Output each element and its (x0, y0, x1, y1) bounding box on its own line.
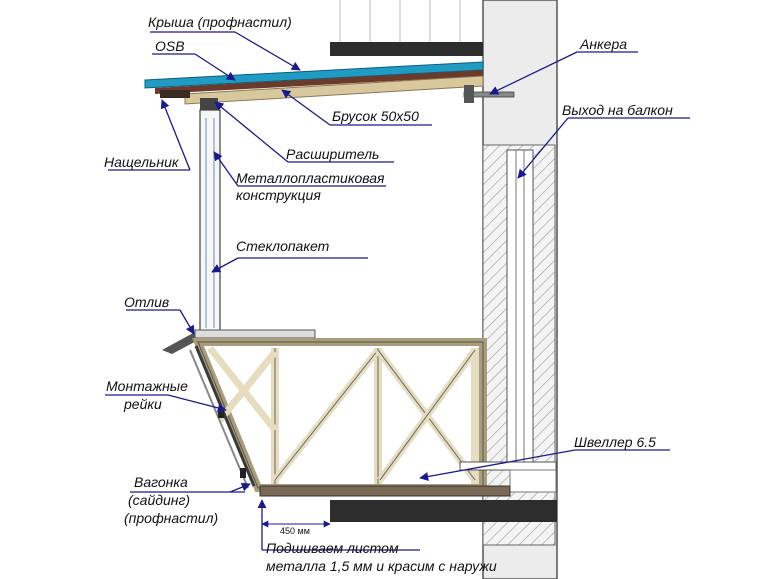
label-rails-line2: рейки (124, 396, 162, 412)
label-strip: Нащельник (104, 154, 179, 170)
osb-layer (155, 70, 483, 94)
leader-lines (105, 31, 690, 551)
label-balcony-exit: Выход на балкон (562, 102, 673, 118)
expander (200, 98, 218, 112)
label-lining-line3: (профнастил) (124, 510, 219, 526)
mounting-rails (194, 345, 256, 487)
label-drip: Отлив (124, 294, 170, 310)
label-sheet-line2: металла 1,5 мм и красим с наружи (266, 558, 497, 574)
label-dimension: 450 мм (280, 526, 310, 536)
label-glass: Стеклопакет (236, 238, 330, 254)
upper-slab (330, 42, 483, 56)
label-osb: OSB (155, 38, 185, 54)
label-channel: Швеллер 6.5 (574, 434, 656, 450)
roof-edge-strip (160, 90, 190, 98)
balcony-door-opening (506, 149, 534, 471)
label-lining-line2: (сайдинг) (128, 492, 191, 508)
lower-slab (330, 500, 557, 522)
label-anchors: Анкера (580, 36, 628, 52)
label-lining-line1: Вагонка (134, 474, 188, 490)
label-expander: Расширитель (286, 146, 380, 162)
label-frame-line2: конструкция (236, 187, 321, 203)
label-roof: Крыша (профнастил) (148, 14, 292, 30)
label-frame-line1: Металлопластиковая (236, 170, 385, 186)
bottom-metal-sheet (259, 485, 511, 497)
window-frame (199, 109, 221, 336)
drip-sill (162, 332, 202, 354)
bar-50x50 (184, 75, 484, 105)
truss-outer (192, 338, 487, 492)
label-bar: Брусок 50x50 (332, 108, 419, 124)
label-sheet-line1: Подшиваем листом (266, 540, 399, 556)
label-rails-line1: Монтажные (106, 378, 188, 394)
